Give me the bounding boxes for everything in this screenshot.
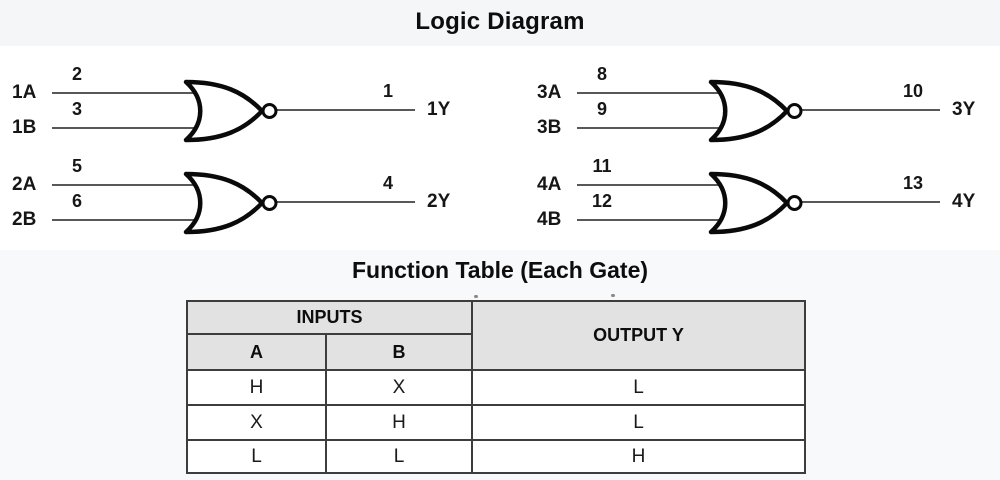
cell-y: H	[471, 439, 806, 474]
cell-b: H	[325, 404, 473, 441]
cell-a: X	[186, 404, 327, 441]
input-a-pin-number: 11	[592, 156, 612, 176]
nor-gate-2: 2A 2B 5 6 4 2Y	[10, 154, 465, 249]
input-a-wire	[52, 92, 200, 94]
input-b-label: 2B	[12, 209, 37, 230]
page-title: Logic Diagram	[415, 8, 585, 35]
scan-artifact-dot	[611, 294, 615, 297]
output-label: 3Y	[952, 99, 976, 120]
input-a-wire	[577, 184, 725, 186]
cell-y: L	[471, 404, 806, 441]
function-table: INPUTS OUTPUT Y A B H X L X H L L L H	[186, 300, 806, 474]
input-b-wire	[52, 219, 200, 221]
input-b-wire	[577, 219, 725, 221]
input-b-pin-number: 6	[71, 191, 82, 211]
logic-diagram-section: 1A 1B 2 3 1 1Y 2A 2B 5 6	[0, 46, 1000, 250]
table-row: L L H	[186, 439, 806, 474]
nor-gate-3: 3A 3B 8 9 10 3Y	[535, 62, 990, 157]
input-a-label: 3A	[537, 82, 562, 103]
or-body	[183, 171, 265, 235]
nor-gate-1: 1A 1B 2 3 1 1Y	[10, 62, 465, 157]
output-pin-number: 4	[382, 173, 393, 193]
output-pin-number: 13	[902, 173, 924, 193]
output-wire	[798, 201, 940, 203]
cell-y: L	[471, 369, 806, 406]
table-row: H X L	[186, 369, 806, 406]
cell-b: L	[325, 439, 473, 474]
output-wire	[273, 201, 415, 203]
output-label: 2Y	[427, 191, 451, 212]
output-label: 1Y	[427, 99, 451, 120]
output-pin-number: 1	[382, 81, 393, 101]
input-b-pin-number: 12	[591, 191, 613, 211]
input-a-wire	[577, 92, 725, 94]
input-a-label: 4A	[537, 174, 562, 195]
input-a-pin-number: 5	[71, 156, 82, 176]
nor-gate-symbol-icon	[708, 79, 803, 143]
col-a-header: A	[186, 333, 327, 371]
output-wire	[273, 109, 415, 111]
output-label: 4Y	[952, 191, 976, 212]
scan-artifact-dot	[474, 295, 478, 298]
input-a-wire	[52, 184, 200, 186]
input-b-pin-number: 9	[596, 99, 607, 119]
nor-gate-symbol-icon	[708, 171, 803, 235]
cell-b: X	[325, 369, 473, 406]
input-b-pin-number: 3	[71, 99, 82, 119]
col-b-header: B	[325, 333, 473, 371]
inversion-bubble-icon	[786, 103, 803, 119]
function-table-title: Function Table (Each Gate)	[351, 257, 649, 283]
title-band	[0, 0, 1000, 46]
input-b-label: 4B	[537, 209, 562, 230]
input-b-wire	[577, 127, 725, 129]
inputs-header: INPUTS	[186, 300, 473, 335]
nor-gate-4: 4A 4B 11 12 13 4Y	[535, 154, 990, 249]
output-header: OUTPUT Y	[471, 300, 806, 371]
input-b-wire	[52, 127, 200, 129]
input-a-pin-number: 8	[596, 64, 607, 84]
or-body	[183, 79, 265, 143]
output-wire	[798, 109, 940, 111]
input-a-label: 2A	[12, 174, 37, 195]
input-a-label: 1A	[12, 82, 37, 103]
or-body	[708, 79, 790, 143]
table-row: X H L	[186, 404, 806, 441]
cell-a: L	[186, 439, 327, 474]
nor-gate-symbol-icon	[183, 79, 278, 143]
cell-a: H	[186, 369, 327, 406]
inversion-bubble-icon	[261, 103, 278, 119]
or-body	[708, 171, 790, 235]
output-pin-number: 10	[902, 81, 924, 101]
input-a-pin-number: 2	[71, 64, 82, 84]
input-b-label: 1B	[12, 117, 37, 138]
inversion-bubble-icon	[261, 195, 278, 211]
inversion-bubble-icon	[786, 195, 803, 211]
input-b-label: 3B	[537, 117, 562, 138]
nor-gate-symbol-icon	[183, 171, 278, 235]
